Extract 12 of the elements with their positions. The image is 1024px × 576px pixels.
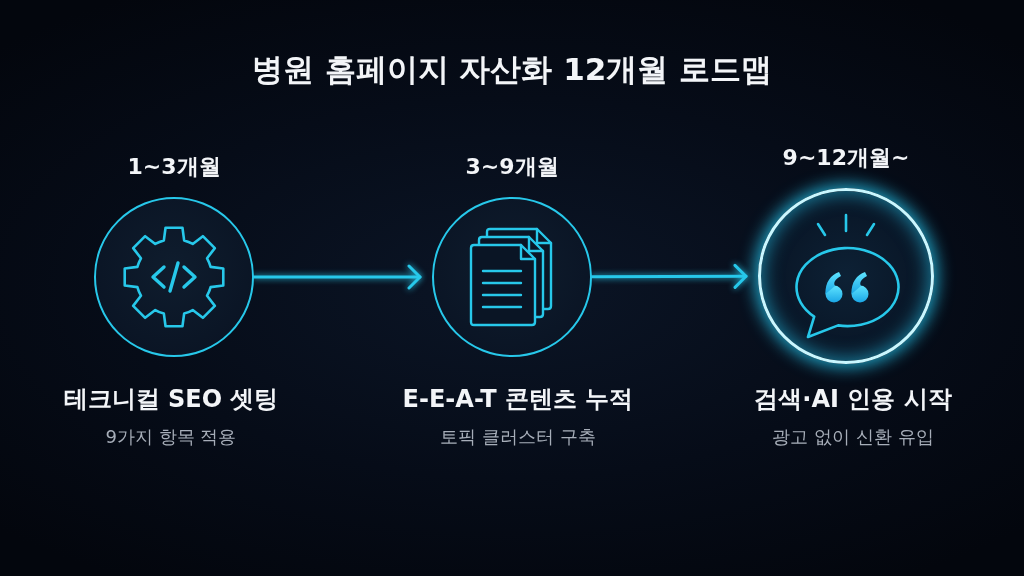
diagram-title: 병원 홈페이지 자산화 12개월 로드맵 — [250, 50, 774, 89]
period-label: 9~12개월~ — [781, 144, 911, 172]
step-title: 테크니컬 SEO 셋팅 — [63, 384, 279, 414]
arrow — [590, 263, 748, 289]
period-label: 1~3개월 — [126, 153, 222, 181]
step-description: 토픽 클러스터 구축 — [440, 425, 596, 449]
step-title: 검색·AI 인용 시작 — [754, 384, 952, 414]
step-title: E-E-A-T 콘텐츠 누적 — [402, 384, 634, 414]
period-label: 3~9개월 — [464, 153, 560, 181]
arrow — [252, 264, 422, 290]
step-description: 광고 없이 신환 유입 — [772, 425, 934, 449]
step-description: 9가지 항목 적용 — [105, 425, 237, 449]
